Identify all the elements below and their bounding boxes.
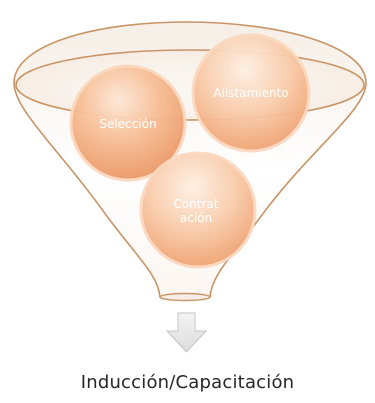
stage-label-contratacion: Contratación	[173, 197, 219, 225]
down-arrow-icon	[165, 312, 208, 353]
funnel-result-label: Inducción/Capacitación	[80, 372, 295, 393]
stage-label-alistamiento: Alistamiento	[213, 86, 289, 100]
funnel-rim	[15, 49, 365, 121]
stage-circle-alistamiento	[191, 33, 311, 153]
stage-circle-seleccion	[69, 64, 187, 182]
stage-circle-contratacion	[139, 151, 257, 269]
stage-label-seleccion: Selección	[99, 117, 157, 131]
funnel-spout	[159, 292, 211, 302]
